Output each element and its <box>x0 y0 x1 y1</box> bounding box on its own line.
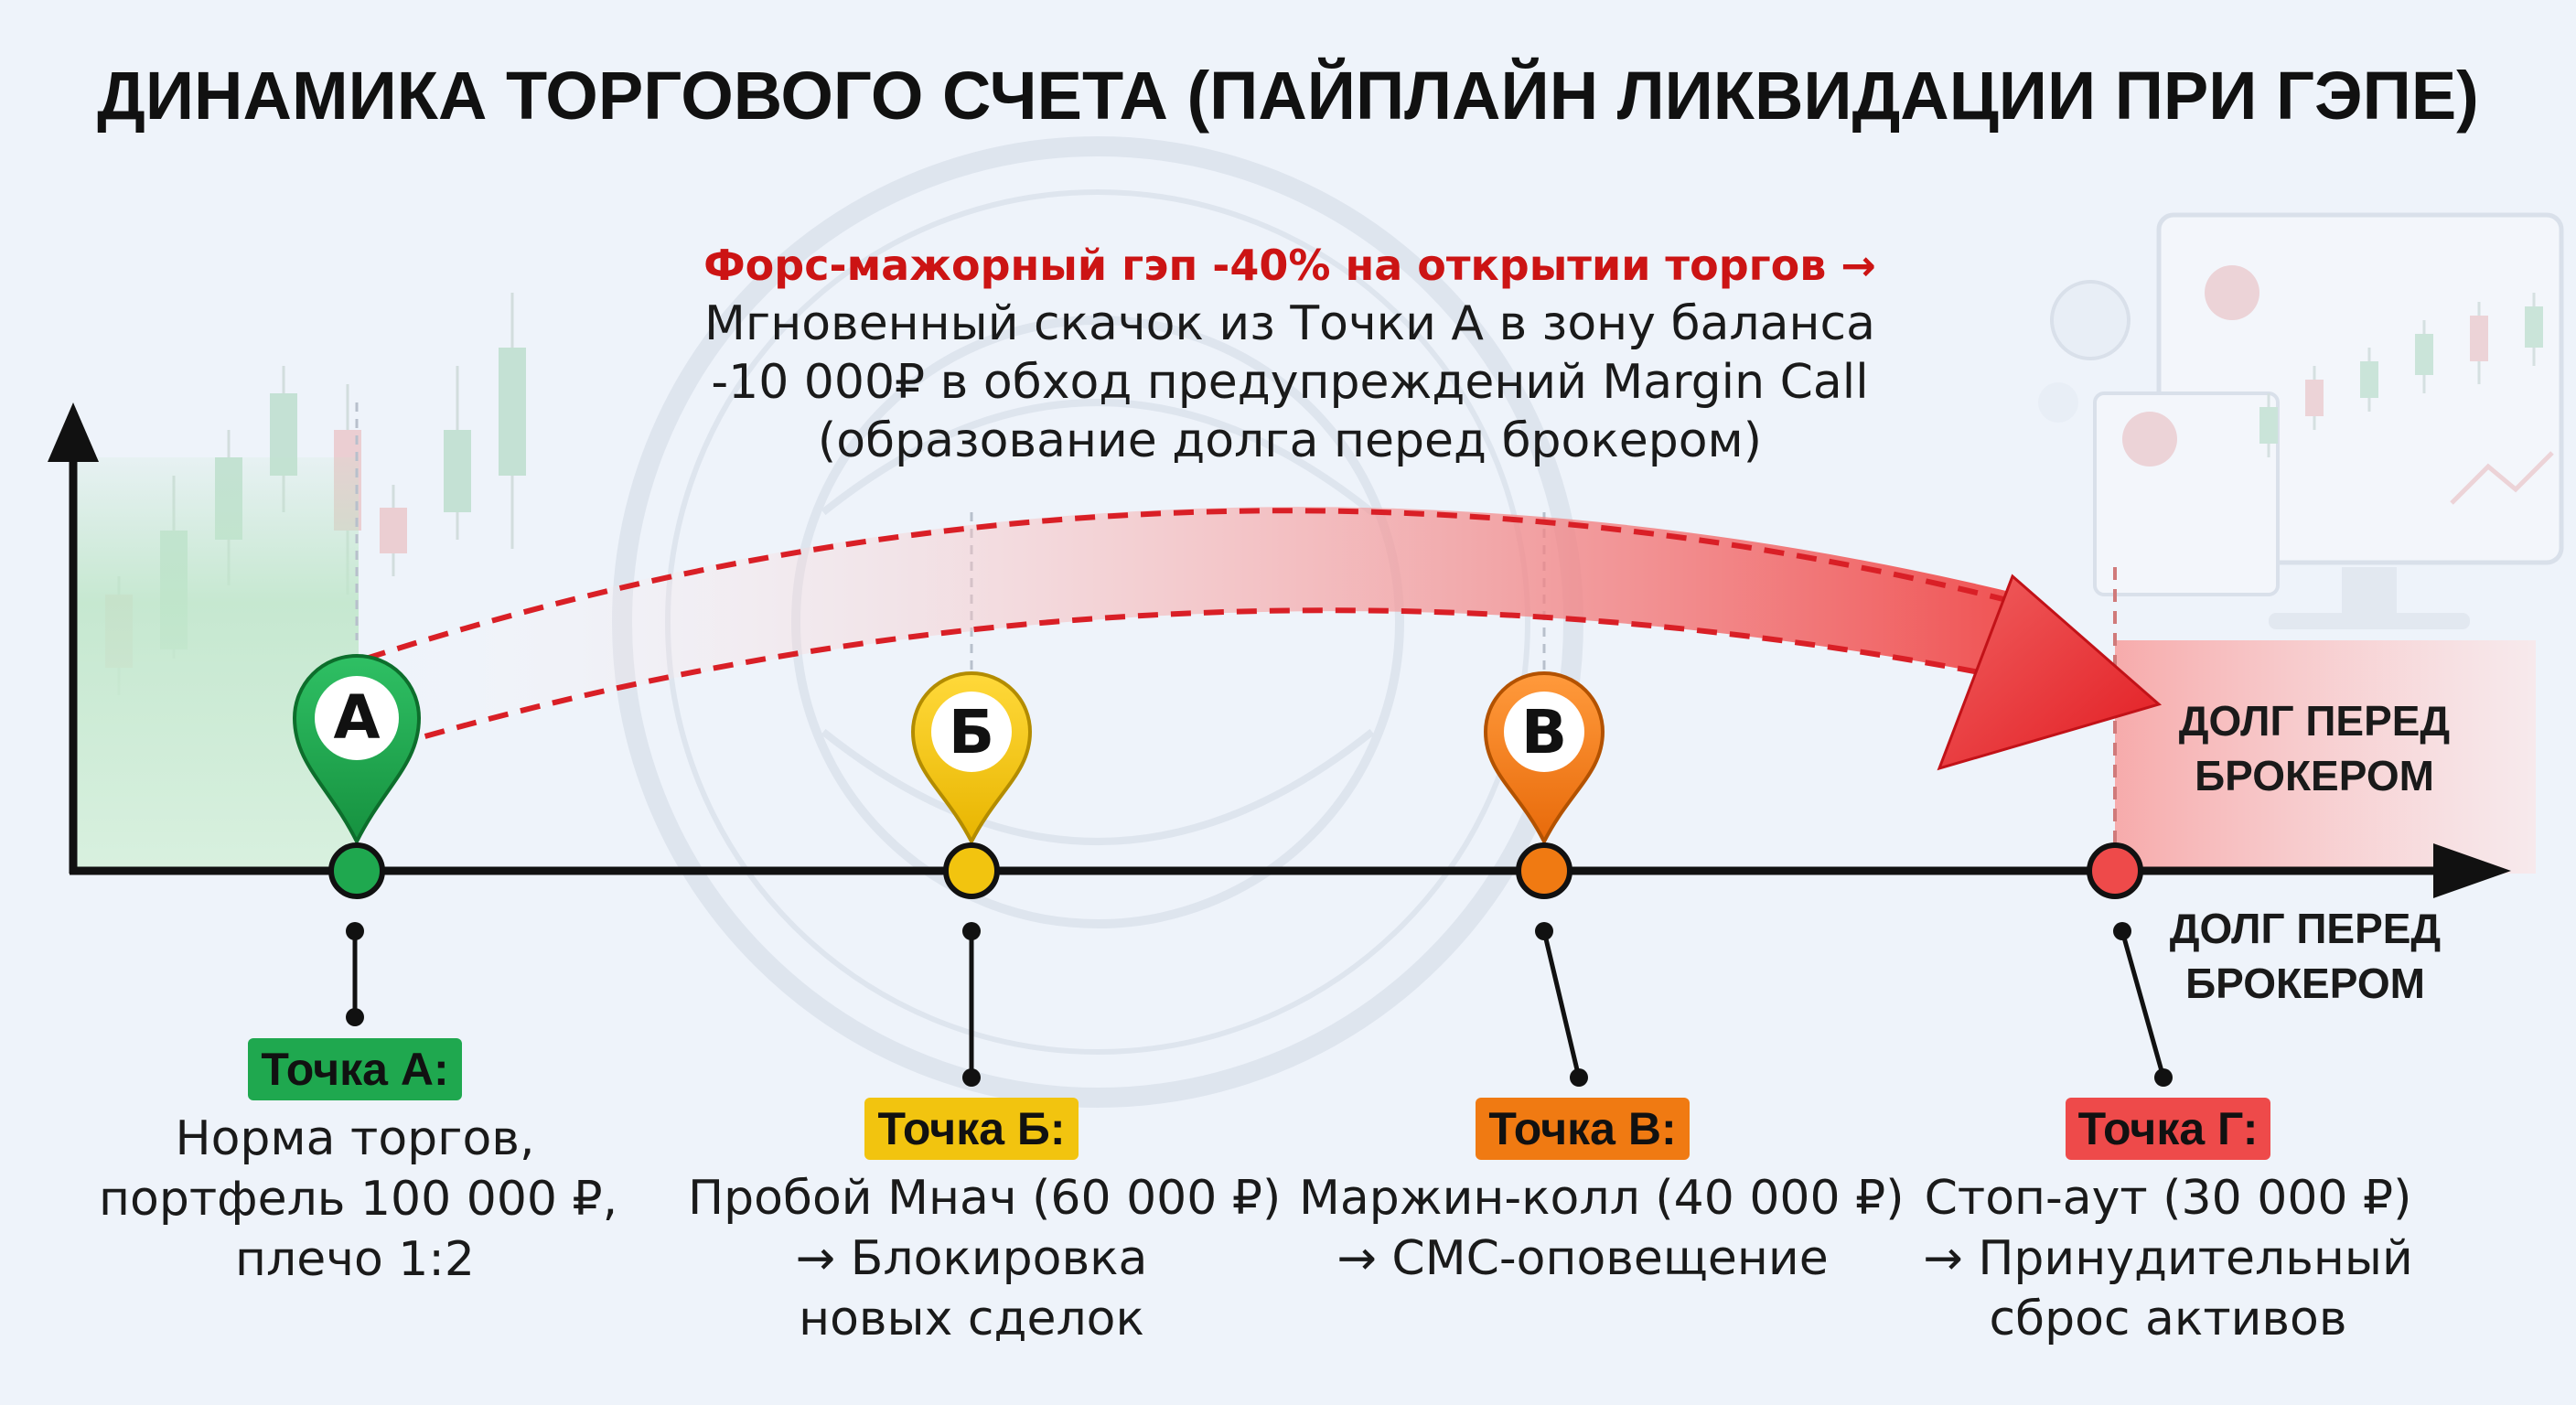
pin-b <box>910 671 1033 846</box>
gap-line-3: (образование долга перед брокером) <box>817 413 1763 468</box>
point-g-badge: Точка Г: <box>2065 1098 2271 1160</box>
point-v-line-2: → СМС-оповещение <box>1336 1231 1829 1286</box>
leader-lines <box>352 930 2166 1078</box>
axis-end-label: ДОЛГ ПЕРЕД БРОКЕРОМ <box>2141 901 2470 1011</box>
x-axis-arrow <box>2433 843 2511 898</box>
debt-zone-label-line-2: БРОКЕРОМ <box>2195 752 2434 799</box>
point-g-line-3: сброс активов <box>1989 1292 2347 1346</box>
pin-b-letter: Б <box>948 697 995 767</box>
y-axis-arrow <box>48 402 99 462</box>
gap-arrow-head <box>1937 574 2163 771</box>
axis-end-label-line-2: БРОКЕРОМ <box>2185 960 2425 1007</box>
page-title: ДИНАМИКА ТОРГОВОГО СЧЕТА (ПАЙПЛАЙН ЛИКВИ… <box>97 58 2479 134</box>
point-a-line-2: портфель 100 000 ₽, <box>99 1172 618 1227</box>
marker-a <box>328 842 385 899</box>
gap-line-2: -10 000₽ в обход предупреждений Margin C… <box>711 355 1869 410</box>
point-b-caption: Точка Б: Пробой Мнач (60 000 ₽) → Блокир… <box>688 1098 1282 1349</box>
pin-a-letter: А <box>333 682 381 753</box>
debt-zone-label-line-1: ДОЛГ ПЕРЕД <box>2178 697 2451 745</box>
marker-v <box>1516 842 1572 899</box>
gap-arc-dashed-upper <box>365 508 2023 661</box>
point-g-caption: Точка Г: Стоп-аут (30 000 ₽) → Принудите… <box>1894 1098 2442 1349</box>
point-b-desc: Пробой Мнач (60 000 ₽) → Блокировка новы… <box>688 1168 1282 1349</box>
gap-annotation: Форс-мажорный гэп -40% на открытии торго… <box>512 236 2067 470</box>
point-a-badge: Точка А: <box>248 1038 462 1100</box>
point-b-line-2: → Блокировка <box>795 1231 1148 1286</box>
marker-g <box>2087 842 2143 899</box>
point-v-line-1: Маржин-колл (40 000 ₽) <box>1299 1171 1905 1226</box>
gap-arc-dashed-lower <box>392 607 2027 748</box>
debt-zone <box>2115 640 2536 874</box>
point-a-line-1: Норма торгов, <box>175 1111 535 1166</box>
point-v-desc: Маржин-колл (40 000 ₽) → СМС-оповещение <box>1299 1168 1905 1289</box>
pin-v <box>1483 671 1605 846</box>
axis-end-label-line-1: ДОЛГ ПЕРЕД <box>2169 905 2442 952</box>
point-g-line-2: → Принудительный <box>1923 1231 2413 1286</box>
green-zone <box>75 457 359 874</box>
point-g-desc: Стоп-аут (30 000 ₽) → Принудительный сбр… <box>1894 1168 2442 1349</box>
marker-b <box>943 842 1000 899</box>
background-monitor <box>2038 212 2564 629</box>
point-a-caption: Точка А: Норма торгов, портфель 100 000 … <box>99 1038 618 1290</box>
leader-dots <box>346 922 2173 1087</box>
gap-arc-band <box>366 507 2026 750</box>
point-b-badge: Точка Б: <box>864 1098 1079 1160</box>
point-v-badge: Точка В: <box>1476 1098 1690 1160</box>
point-b-line-1: Пробой Мнач (60 000 ₽) <box>688 1171 1282 1226</box>
point-b-line-3: новых сделок <box>799 1292 1144 1346</box>
debt-zone-label: ДОЛГ ПЕРЕД БРОКЕРОМ <box>2150 693 2479 803</box>
pin-a <box>292 654 422 846</box>
point-g-line-1: Стоп-аут (30 000 ₽) <box>1924 1171 2412 1226</box>
point-a-line-3: плечо 1:2 <box>235 1232 475 1287</box>
point-a-desc: Норма торгов, портфель 100 000 ₽, плечо … <box>99 1109 618 1290</box>
gap-headline: Форс-мажорный гэп -40% на открытии торго… <box>703 241 1876 290</box>
gap-line-1: Мгновенный скачок из Точки А в зону бала… <box>704 296 1875 351</box>
pin-v-letter: В <box>1520 697 1568 767</box>
point-v-caption: Точка В: Маржин-колл (40 000 ₽) → СМС-оп… <box>1299 1098 1905 1289</box>
